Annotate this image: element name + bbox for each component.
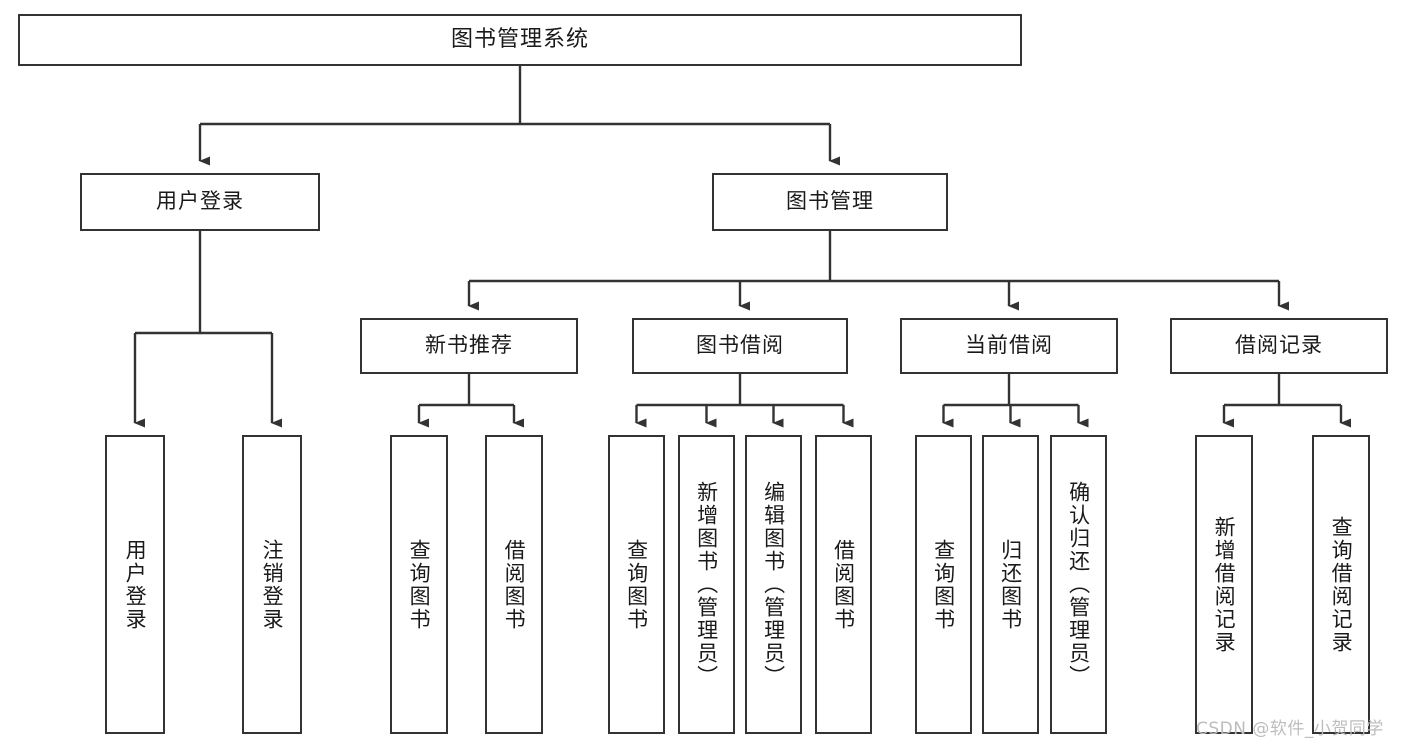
leaf-logout-label: 注销登录	[260, 538, 285, 631]
leaf-borrow-book-1[interactable]: 借阅图书	[485, 435, 543, 734]
leaf-edit-book-label: 编辑图书（管理员）	[761, 481, 786, 688]
leaf-user-login[interactable]: 用户登录	[105, 435, 165, 734]
leaf-query-book-3-label: 查询图书	[931, 538, 956, 631]
node-book-borrow[interactable]: 图书借阅	[632, 318, 848, 374]
leaf-return-book[interactable]: 归还图书	[982, 435, 1039, 734]
node-current-borrow-label: 当前借阅	[965, 333, 1053, 358]
leaf-query-book-1[interactable]: 查询图书	[390, 435, 448, 734]
leaf-confirm-return[interactable]: 确认归还（管理员）	[1050, 435, 1107, 734]
leaf-borrow-book-1-label: 借阅图书	[502, 538, 527, 631]
csdn-watermark: CSDN @软件_小贺同学	[1196, 719, 1384, 739]
leaf-borrow-book-2[interactable]: 借阅图书	[815, 435, 872, 734]
leaf-query-record-label: 查询借阅记录	[1329, 515, 1354, 654]
node-new-book-recommend-label: 新书推荐	[425, 333, 513, 358]
leaf-logout[interactable]: 注销登录	[242, 435, 302, 734]
node-borrow-record[interactable]: 借阅记录	[1170, 318, 1388, 374]
leaf-add-record[interactable]: 新增借阅记录	[1195, 435, 1253, 734]
leaf-query-book-3[interactable]: 查询图书	[915, 435, 972, 734]
leaf-query-book-1-label: 查询图书	[407, 538, 432, 631]
leaf-query-book-2-label: 查询图书	[624, 538, 649, 631]
leaf-borrow-book-2-label: 借阅图书	[831, 538, 856, 631]
node-book-manage[interactable]: 图书管理	[712, 173, 948, 231]
leaf-add-book-label: 新增图书（管理员）	[694, 481, 719, 688]
leaf-query-record[interactable]: 查询借阅记录	[1312, 435, 1370, 734]
node-user-login[interactable]: 用户登录	[80, 173, 320, 231]
node-new-book-recommend[interactable]: 新书推荐	[360, 318, 578, 374]
node-current-borrow[interactable]: 当前借阅	[900, 318, 1118, 374]
node-book-manage-label: 图书管理	[786, 189, 874, 214]
node-root-label: 图书管理系统	[450, 26, 589, 52]
node-book-borrow-label: 图书借阅	[696, 333, 784, 358]
leaf-user-login-label: 用户登录	[123, 538, 148, 631]
leaf-return-book-label: 归还图书	[998, 538, 1023, 631]
node-user-login-label: 用户登录	[156, 189, 244, 214]
leaf-edit-book[interactable]: 编辑图书（管理员）	[745, 435, 802, 734]
leaf-confirm-return-label: 确认归还（管理员）	[1066, 481, 1091, 688]
node-borrow-record-label: 借阅记录	[1235, 333, 1323, 358]
leaf-query-book-2[interactable]: 查询图书	[608, 435, 665, 734]
leaf-add-record-label: 新增借阅记录	[1212, 515, 1237, 654]
node-root[interactable]: 图书管理系统	[18, 14, 1022, 66]
leaf-add-book[interactable]: 新增图书（管理员）	[678, 435, 735, 734]
